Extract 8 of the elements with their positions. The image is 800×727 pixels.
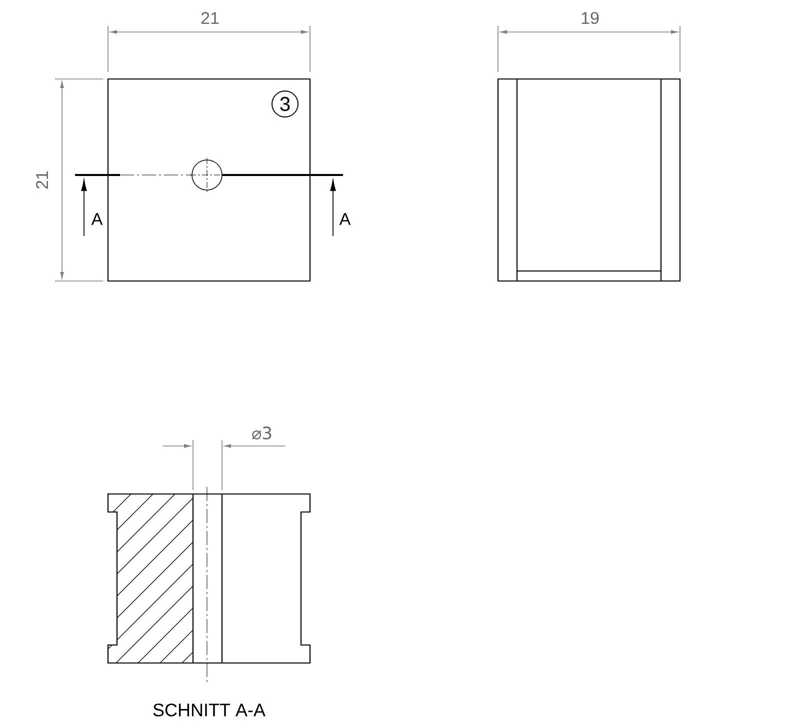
dimension-text: ⌀3 <box>252 426 272 440</box>
dimension-text: 21 <box>201 12 219 24</box>
section-letter: A <box>91 213 103 225</box>
dimension-text: 19 <box>582 12 599 24</box>
dimension-text: 21 <box>36 171 48 189</box>
callout-number: 3 <box>272 90 298 118</box>
section-letter: A <box>339 213 351 225</box>
section-title: SCHNITT A-A <box>153 704 266 716</box>
